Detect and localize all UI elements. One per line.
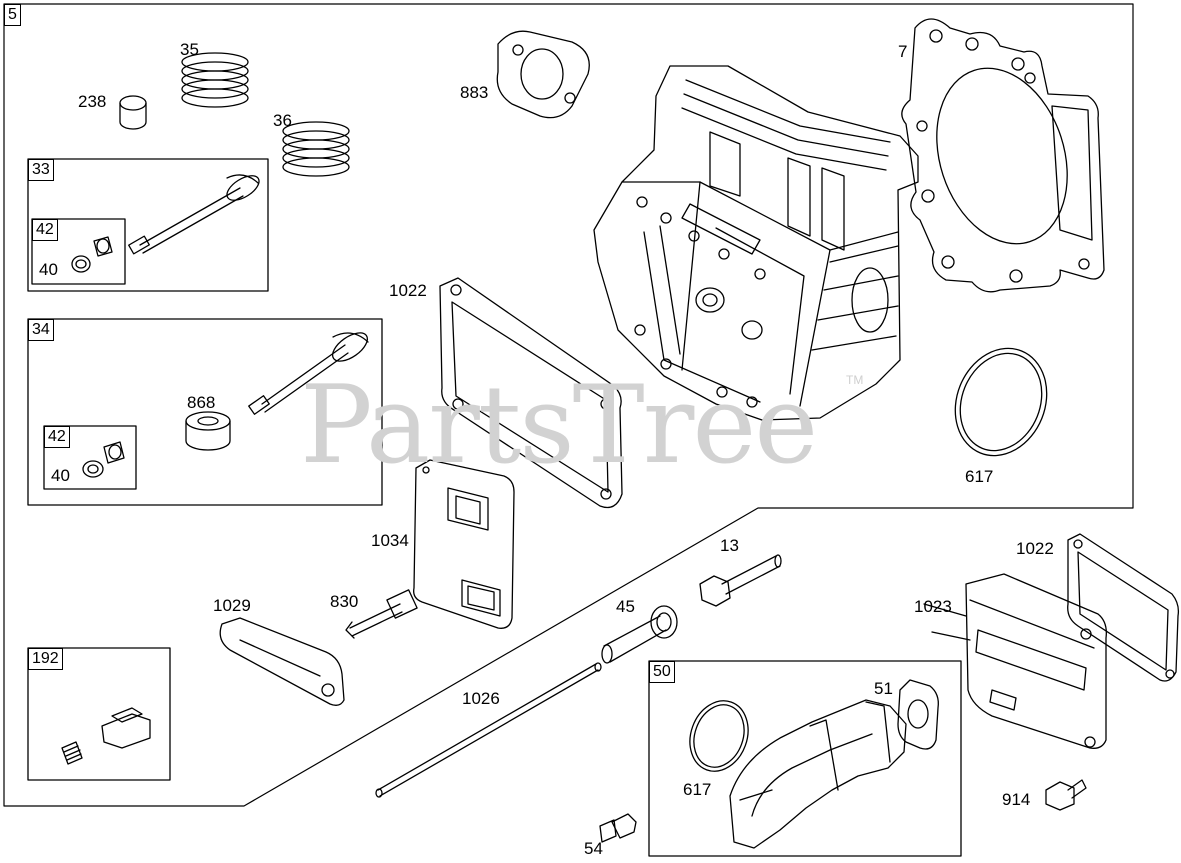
box-33 [27,158,269,292]
part-number-617-lower: 617 [683,780,712,799]
part-number-868: 868 [187,393,216,412]
box-50 [648,660,962,857]
part-192-adjuster [61,707,151,765]
part-883-gasket [496,30,590,119]
section-outline [3,3,1134,807]
part-36-spring [282,121,350,177]
part-1023-cover [923,573,1107,749]
part-number-13: 13 [720,536,739,555]
part-54-bolt [599,813,637,843]
part-number-45: 45 [616,597,635,616]
box-34 [27,318,383,506]
part-1029-rocker [219,617,345,706]
part-13-bolt [699,554,782,607]
part-7-head-gasket [901,18,1105,293]
part-617-oring-upper [954,347,1048,457]
part-number-35: 35 [180,40,199,59]
box-label-42-a: 42 [32,219,58,241]
part-number-1034: 1034 [371,531,409,550]
part-1026-pushrod [375,662,602,798]
part-40-42-retainers-a [71,236,113,273]
box-label-50: 50 [649,661,675,683]
part-number-1023: 1023 [914,597,952,616]
watermark-text: PartsTree [300,363,818,488]
part-intake-manifold [729,699,907,849]
part-number-1026: 1026 [462,689,500,708]
part-238-cap [119,95,147,130]
part-number-40-b: 40 [51,466,70,485]
part-number-830: 830 [330,592,359,611]
part-number-51: 51 [874,679,893,698]
part-1034-breather [413,459,515,629]
part-number-238: 238 [78,92,107,111]
part-1022-gasket-right [1067,533,1180,682]
part-617-oring-lower [689,700,749,772]
part-number-914: 914 [1002,790,1031,809]
box-label-33: 33 [28,159,54,181]
part-830-stud [345,589,418,639]
part-34-valve [248,332,369,415]
part-914-bolt [1045,779,1087,811]
part-51-gasket [897,679,939,750]
part-number-1029: 1029 [213,596,251,615]
box-42-b [43,425,137,490]
part-number-617-upper: 617 [965,467,994,486]
part-40-42-retainers-b [82,441,125,478]
box-label-192: 192 [28,648,63,670]
part-number-7: 7 [898,42,908,61]
watermark-trademark: TM [846,373,864,387]
part-number-1022-upper: 1022 [389,281,427,300]
part-868-seal [185,411,231,451]
part-number-54: 54 [584,839,603,858]
part-number-1022-right: 1022 [1016,539,1054,558]
box-42-a [31,218,126,285]
part-number-36: 36 [273,111,292,130]
part-1022-gasket-upper [439,277,623,509]
part-33-valve [128,174,260,255]
box-label-42-b: 42 [44,426,70,448]
part-number-40-a: 40 [39,260,58,279]
box-192 [27,647,171,781]
part-45-guide [601,605,678,664]
section-label: 5 [4,4,21,26]
box-label-34: 34 [28,319,54,341]
part-35-spring [181,52,249,108]
part-number-883: 883 [460,83,489,102]
part-cylinder-head [593,65,919,421]
